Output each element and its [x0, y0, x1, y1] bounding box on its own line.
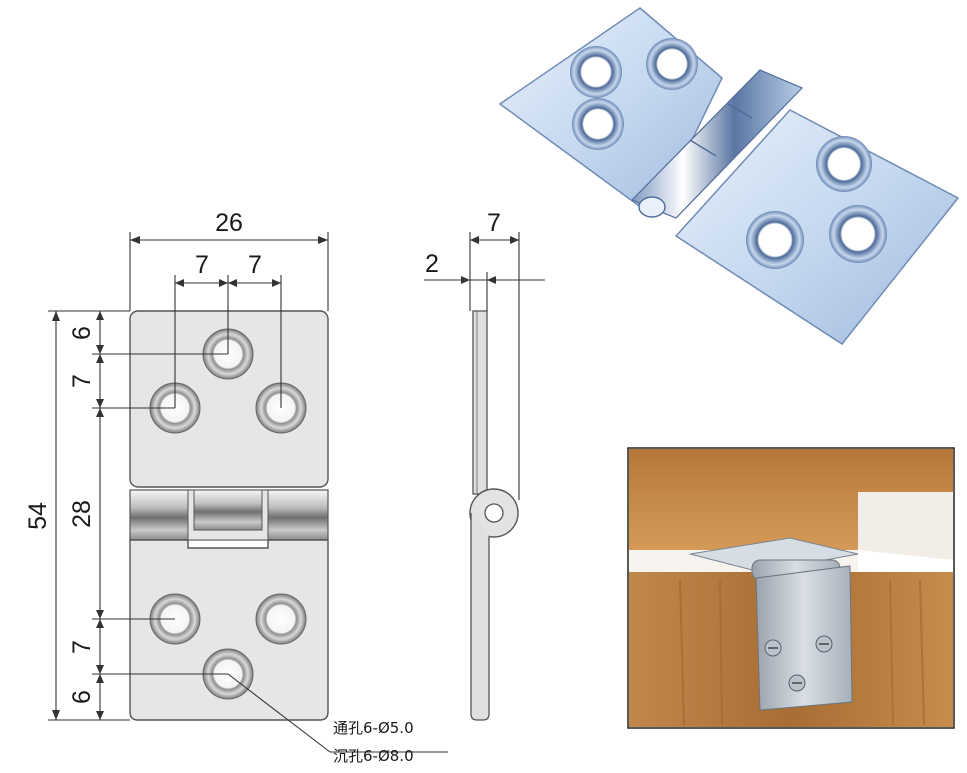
- hole-note-leader: [227, 673, 331, 753]
- dim-left-28: 28: [68, 500, 96, 528]
- dim-height-54: 54: [24, 502, 52, 530]
- dim-hole-pitch-left: 7: [195, 251, 209, 279]
- dim-left-7-lower: 7: [68, 640, 96, 654]
- through-hole-note: 通孔6-Ø5.0: [333, 719, 414, 737]
- dim-left-6-top: 6: [68, 326, 96, 340]
- hole-bottom-right: [255, 593, 307, 645]
- render-hole-3: [572, 98, 624, 150]
- bottom-plate: [129, 539, 329, 721]
- dim-width-26: 26: [215, 209, 243, 237]
- knuckle-center: [193, 489, 263, 531]
- wood-top-board: [629, 449, 953, 550]
- render-pin-end: [638, 196, 666, 218]
- side-view: 7 2: [424, 209, 545, 721]
- countersink-note: 沉孔6-Ø8.0: [333, 747, 414, 765]
- render-hole-5: [746, 211, 804, 269]
- steel-hinge-side-leaf: [755, 565, 853, 711]
- render-hole-4: [816, 136, 872, 192]
- render-hole-1: [570, 46, 622, 98]
- render-leaf-right: [674, 109, 960, 346]
- installation-photo: [627, 447, 955, 729]
- side-pin: [484, 503, 504, 523]
- render-hole-6: [829, 205, 887, 263]
- side-leaf-lower: [470, 513, 490, 721]
- steel-hinge-top-leaf: [689, 537, 859, 573]
- front-view: 26 7 7 54 6 7 28 7 6: [24, 209, 448, 765]
- dim-side-thickness-2: 2: [425, 250, 439, 278]
- dim-left-6-bottom: 6: [68, 690, 96, 704]
- dim-left-7-upper: 7: [68, 374, 96, 388]
- hinge-3d-render: [498, 7, 960, 346]
- render-hole-2: [646, 38, 698, 90]
- dim-side-7: 7: [487, 209, 501, 237]
- dim-hole-pitch-right: 7: [248, 251, 262, 279]
- top-plate: [129, 310, 329, 488]
- side-leaf-upper: [472, 310, 488, 495]
